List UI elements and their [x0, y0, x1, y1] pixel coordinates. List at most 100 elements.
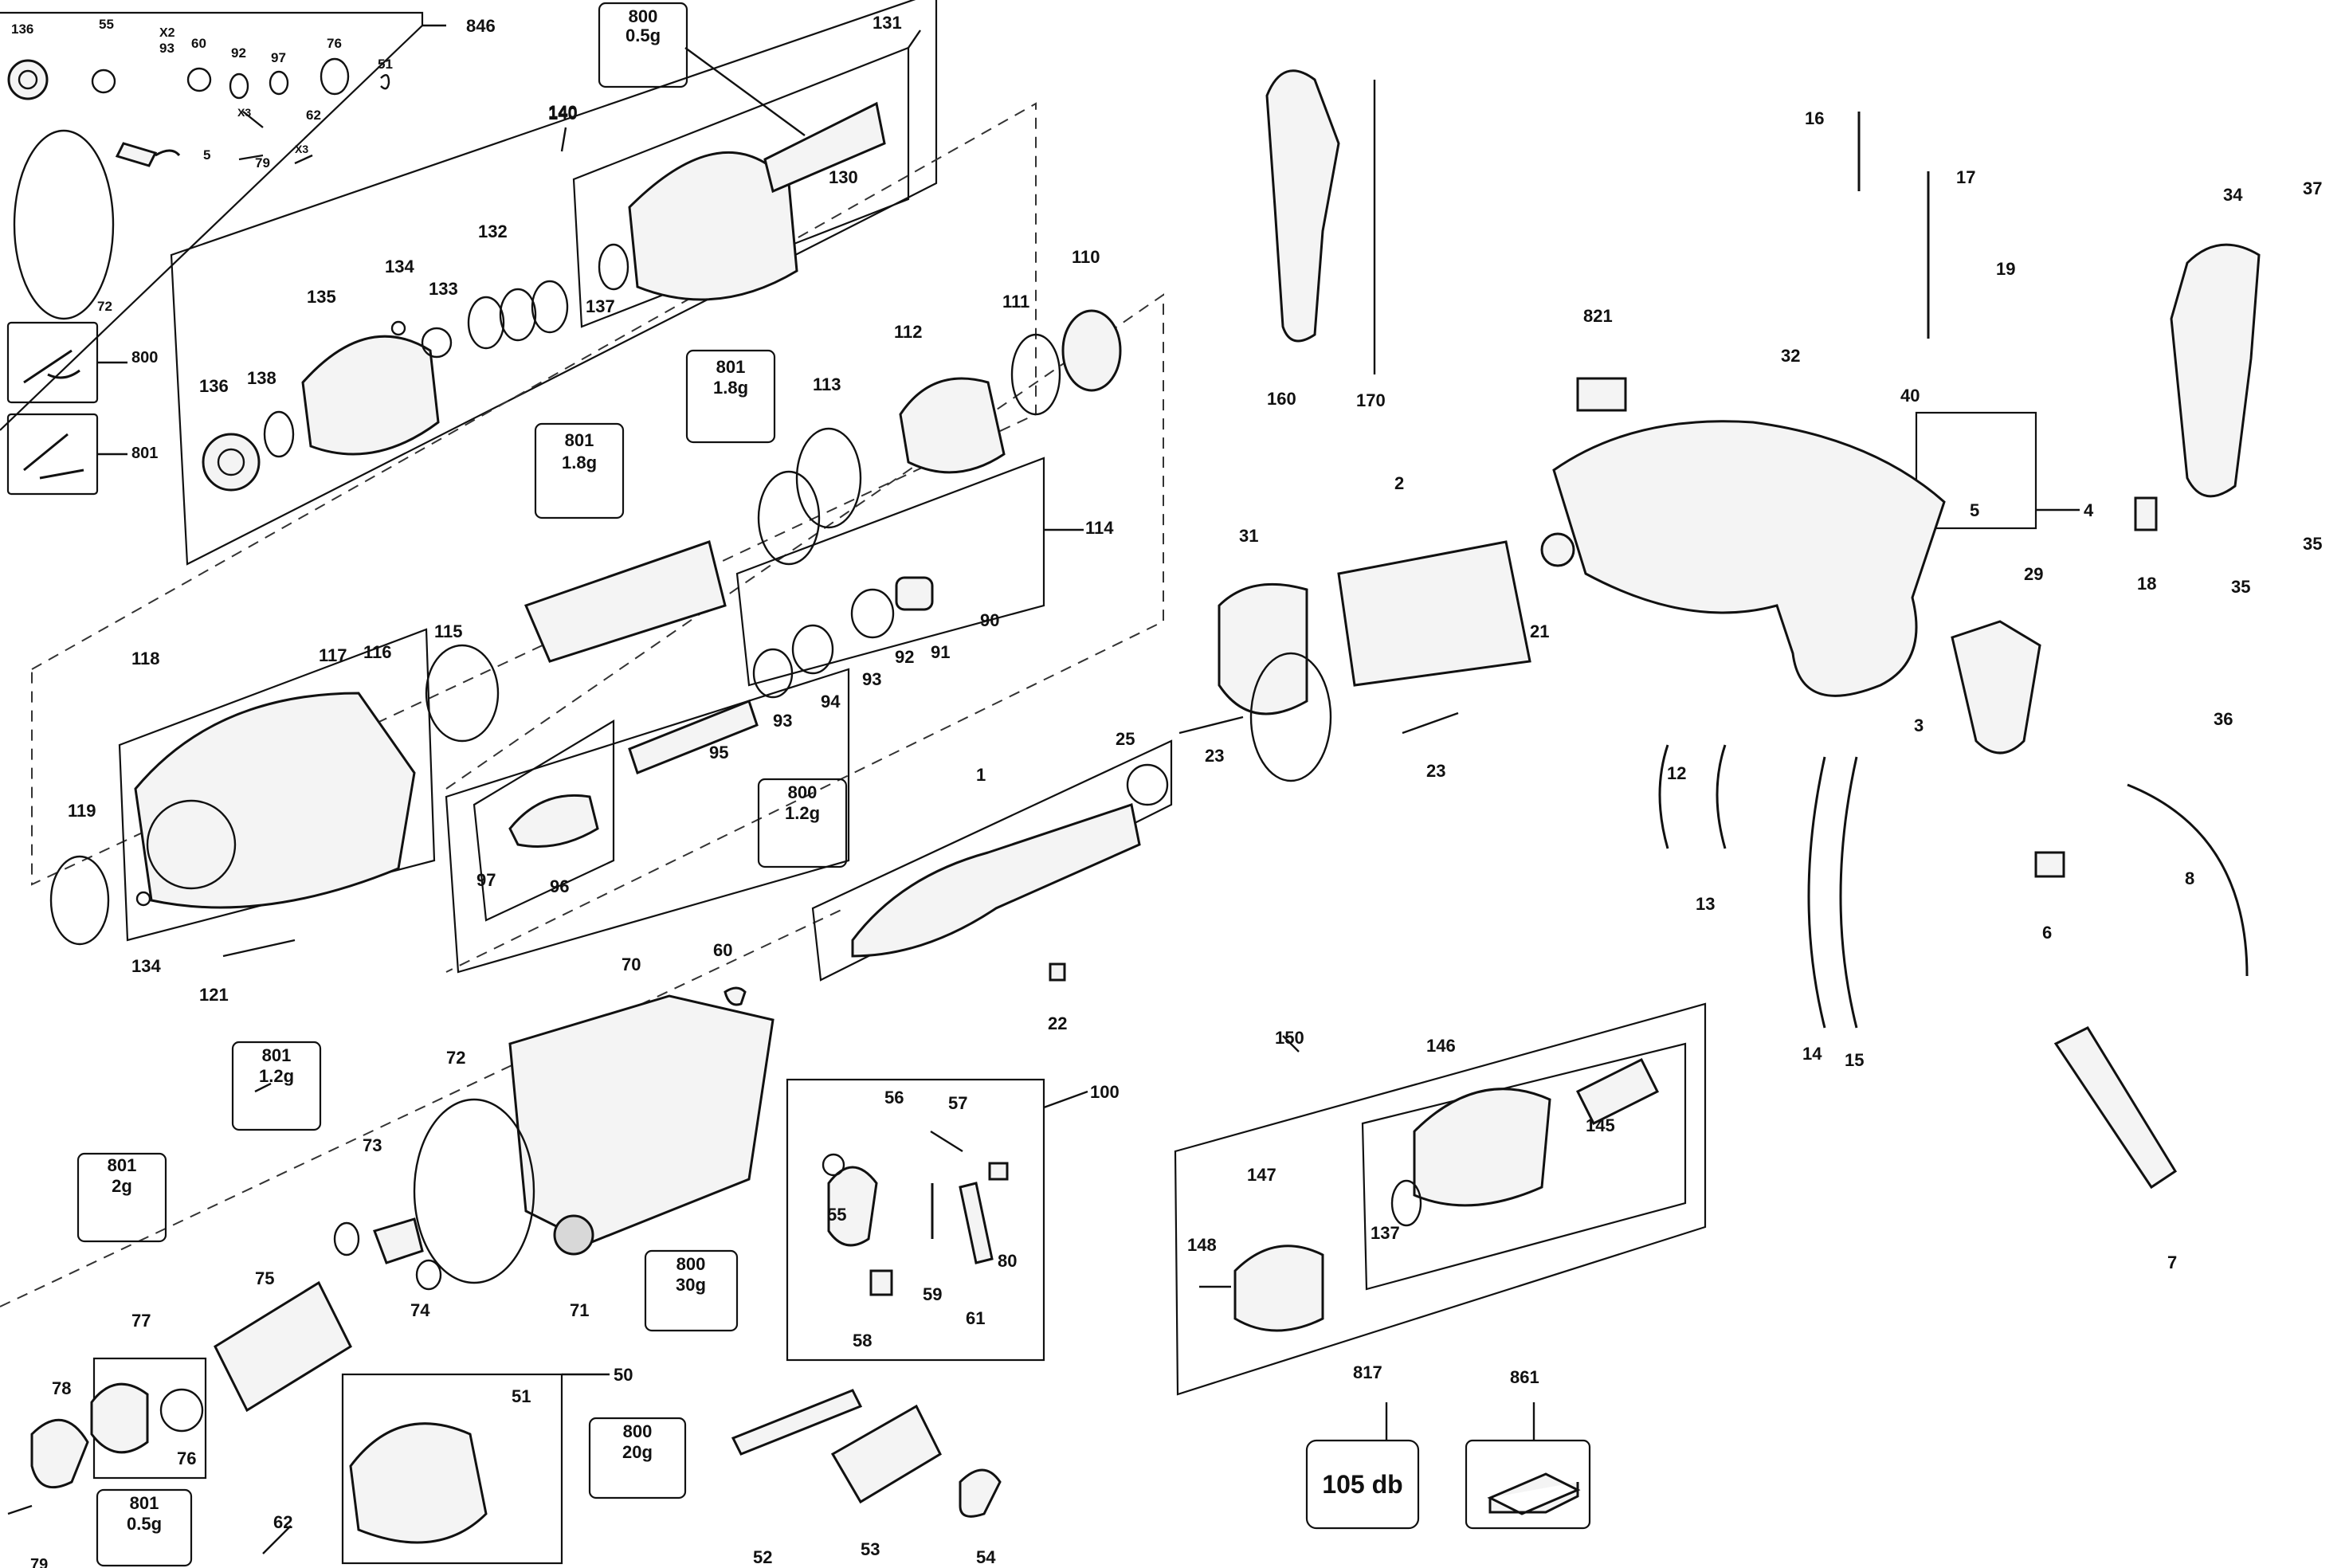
db-label-box — [1305, 1439, 1420, 1530]
group-96-outer-frame — [445, 668, 850, 974]
svg-text:136: 136 — [199, 376, 229, 396]
label-800-side: 800 — [131, 349, 158, 367]
group-50-frame — [341, 1373, 563, 1565]
svg-text:821: 821 — [1583, 306, 1613, 326]
svg-text:22: 22 — [1048, 1013, 1067, 1033]
svg-text:18: 18 — [2137, 574, 2156, 594]
group-846-frame — [0, 11, 446, 431]
svg-text:150: 150 — [1275, 1028, 1304, 1048]
svg-text:137: 137 — [1371, 1223, 1400, 1243]
svg-text:861: 861 — [1510, 1367, 1539, 1387]
svg-text:93: 93 — [862, 669, 881, 689]
svg-text:35: 35 — [2303, 534, 2322, 554]
svg-text:72: 72 — [97, 299, 112, 314]
svg-text:78: 78 — [52, 1378, 71, 1398]
svg-text:60: 60 — [713, 940, 732, 960]
svg-text:14: 14 — [1802, 1044, 1822, 1064]
parts-150 — [1199, 1057, 1660, 1332]
svg-text:X3: X3 — [295, 143, 308, 155]
callout-box-801-0-5g — [96, 1488, 193, 1567]
svg-text:801: 801 — [130, 1493, 159, 1513]
svg-text:170: 170 — [1356, 390, 1386, 410]
svg-text:3: 3 — [1914, 715, 1924, 735]
svg-text:55: 55 — [827, 1205, 846, 1225]
svg-text:96: 96 — [550, 876, 569, 896]
svg-text:75: 75 — [255, 1268, 274, 1288]
parts-846 — [7, 57, 390, 320]
svg-text:111: 111 — [1002, 292, 1029, 312]
group-1-frame — [811, 739, 1173, 982]
svg-text:76: 76 — [327, 36, 342, 51]
parts-motor — [851, 532, 1575, 982]
side-handle — [1265, 69, 1340, 343]
svg-text:92: 92 — [231, 45, 246, 61]
svg-text:800: 800 — [629, 6, 658, 26]
db-label: 105 db — [1322, 1470, 1402, 1499]
group-150-frame — [1174, 1002, 1707, 1396]
svg-text:X2: X2 — [159, 26, 175, 40]
svg-text:0.5g: 0.5g — [625, 25, 661, 45]
svg-text:1.8g: 1.8g — [713, 378, 748, 398]
svg-text:51: 51 — [378, 57, 393, 72]
svg-text:134: 134 — [385, 257, 414, 276]
svg-text:80: 80 — [998, 1251, 1017, 1271]
svg-text:95: 95 — [709, 743, 728, 762]
svg-text:133: 133 — [429, 279, 458, 299]
svg-text:61: 61 — [966, 1308, 985, 1328]
callout-box-801-1-8g-a — [685, 349, 776, 444]
svg-text:72: 72 — [446, 1048, 465, 1068]
svg-text:130: 130 — [829, 167, 858, 187]
svg-text:91: 91 — [931, 642, 950, 662]
svg-text:25: 25 — [1116, 729, 1135, 749]
svg-text:79: 79 — [30, 1556, 48, 1568]
svg-text:90: 90 — [980, 610, 999, 630]
svg-text:116: 116 — [363, 642, 392, 662]
parts-140 — [202, 101, 886, 492]
svg-text:52: 52 — [753, 1547, 772, 1567]
svg-text:92: 92 — [895, 647, 914, 667]
svg-text:148: 148 — [1187, 1235, 1217, 1255]
parts-right — [1576, 112, 2249, 1190]
svg-text:0.5g: 0.5g — [127, 1514, 162, 1534]
svg-text:145: 145 — [1586, 1115, 1615, 1135]
svg-text:115: 115 — [434, 621, 463, 641]
svg-text:62: 62 — [306, 108, 321, 123]
svg-text:2: 2 — [1394, 473, 1404, 493]
callout-box-800-30g — [644, 1249, 739, 1332]
svg-text:800: 800 — [788, 782, 818, 802]
main-housing — [1552, 420, 1946, 697]
svg-text:59: 59 — [923, 1284, 942, 1304]
svg-text:136: 136 — [11, 22, 33, 37]
svg-text:1: 1 — [976, 765, 986, 785]
svg-text:71: 71 — [570, 1300, 589, 1320]
svg-text:23: 23 — [1205, 746, 1224, 766]
svg-text:117: 117 — [319, 645, 347, 665]
kitbox-frame — [1465, 1439, 1591, 1530]
svg-text:2g: 2g — [112, 1176, 132, 1196]
svg-text:801: 801 — [262, 1045, 292, 1065]
svg-text:97: 97 — [271, 50, 286, 65]
callout-box-801-1-8g-b — [534, 422, 625, 519]
svg-text:119: 119 — [68, 801, 96, 821]
svg-text:110: 110 — [1072, 247, 1100, 267]
svg-text:X3: X3 — [237, 106, 251, 119]
svg-text:801: 801 — [108, 1155, 137, 1175]
svg-text:800: 800 — [676, 1254, 706, 1274]
svg-text:132: 132 — [478, 221, 508, 241]
svg-text:140: 140 — [548, 102, 578, 122]
group-114-frame — [735, 457, 1045, 687]
svg-text:12: 12 — [1667, 763, 1686, 783]
svg-text:23: 23 — [1426, 761, 1445, 781]
svg-text:16: 16 — [1805, 108, 1824, 128]
svg-text:19: 19 — [1996, 259, 2015, 279]
svg-text:32: 32 — [1781, 346, 1800, 366]
parts-spindle — [49, 309, 1122, 958]
svg-text:53: 53 — [861, 1539, 880, 1559]
callout-box-801 — [6, 413, 99, 496]
svg-text:56: 56 — [884, 1088, 904, 1107]
grease-tube-icon — [23, 433, 84, 480]
svg-text:121: 121 — [199, 985, 229, 1005]
svg-text:94: 94 — [821, 692, 841, 711]
svg-text:17: 17 — [1956, 167, 1975, 187]
